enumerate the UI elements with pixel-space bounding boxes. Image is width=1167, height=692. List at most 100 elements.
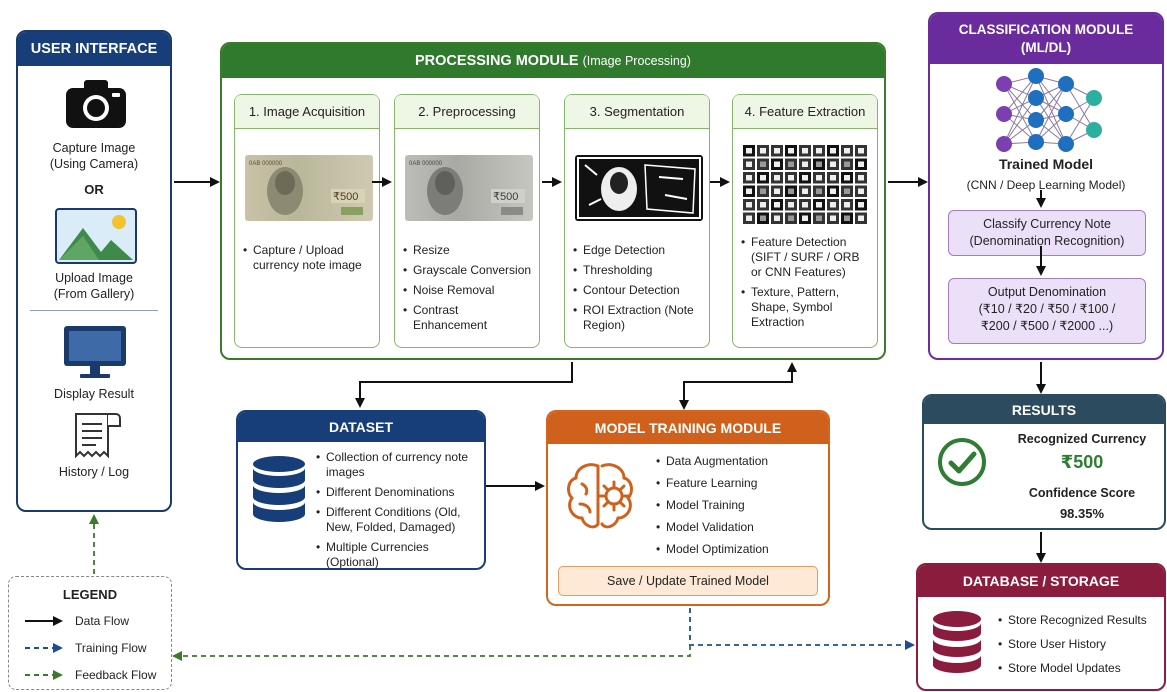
processing-module-title: PROCESSING MODULE (Image Processing) xyxy=(222,44,884,78)
user-interface-panel: USER INTERFACE Capture Image (Using Came… xyxy=(16,30,172,512)
classification-title: CLASSIFICATION MODULE xyxy=(958,22,1134,37)
dataset-item: Different Denominations xyxy=(316,485,484,500)
or-label: OR xyxy=(84,182,104,197)
training-items: Data Augmentation Feature Learning Model… xyxy=(656,454,769,557)
note-denomination: ₹500 xyxy=(333,191,358,203)
step-items: Feature Detection (SIFT / SURF / ORB or … xyxy=(741,235,873,335)
arrow-training-flow-to-database xyxy=(689,608,915,650)
display-result-label: Display Result xyxy=(54,387,134,401)
output-line2: (₹10 / ₹20 / ₹50 / ₹100 / xyxy=(978,302,1116,316)
training-item: Model Optimization xyxy=(656,542,769,557)
step-items: Capture / Upload currency note image xyxy=(243,243,375,278)
step-title: 3. Segmentation xyxy=(565,95,709,129)
processing-module-panel: PROCESSING MODULE (Image Processing) 1. … xyxy=(220,42,886,360)
legend-title: LEGEND xyxy=(62,587,118,602)
note-denomination: ₹500 xyxy=(493,191,518,203)
database-items: Store Recognized Results Store User Hist… xyxy=(998,613,1147,676)
arrow-processing-to-dataset xyxy=(355,362,573,408)
classify-line2: (Denomination Recognition) xyxy=(969,234,1125,248)
results-panel: RESULTS Recognized Currency ₹500 Confide… xyxy=(922,394,1166,530)
confidence-score-label: Confidence Score xyxy=(1028,486,1136,500)
dataset-item: Different Conditions (Old, New, Folded, … xyxy=(316,505,484,535)
results-title: RESULTS xyxy=(924,396,1164,424)
dataset-item: Collection of currency note images xyxy=(316,450,484,480)
check-circle-icon xyxy=(938,438,986,486)
legend-feedback-flow: Feedback Flow xyxy=(75,668,157,682)
trained-model-title: Trained Model xyxy=(998,156,1094,172)
database-storage-panel: DATABASE / STORAGE Store Recognized Resu… xyxy=(916,563,1166,691)
legend-training-flow: Training Flow xyxy=(75,641,147,655)
training-item: Data Augmentation xyxy=(656,454,769,469)
arrow-feedback-to-ui xyxy=(172,645,691,661)
processing-title-text: PROCESSING MODULE xyxy=(415,53,579,69)
step-title: 4. Feature Extraction xyxy=(733,95,877,129)
processing-subtitle: (Image Processing) xyxy=(582,54,691,68)
training-item: Model Training xyxy=(656,498,769,513)
database-icon xyxy=(253,456,305,522)
classification-module-panel: CLASSIFICATION MODULE (ML/DL) Trained Mo… xyxy=(928,12,1164,360)
output-denomination-box: Output Denomination (₹10 / ₹20 / ₹50 / ₹… xyxy=(948,278,1146,344)
grayscale-note-image: ₹500 0AB 000000 xyxy=(405,155,533,221)
save-update-model-box: Save / Update Trained Model xyxy=(558,566,818,596)
step-segmentation: 3. Segmentation Edge Detection Threshold… xyxy=(564,94,710,348)
database-item: Store Recognized Results xyxy=(998,613,1147,628)
arrow-training-to-feature xyxy=(683,362,797,406)
ui-divider xyxy=(30,310,158,311)
database-title: DATABASE / STORAGE xyxy=(918,565,1164,597)
step-item: Noise Removal xyxy=(403,283,535,298)
dataset-items: Collection of currency note images Diffe… xyxy=(316,450,484,568)
segmented-note-image xyxy=(575,155,703,221)
database-item: Store User History xyxy=(998,637,1147,652)
step-item: Thresholding xyxy=(573,263,705,278)
recognized-currency-label: Recognized Currency xyxy=(1017,432,1147,446)
step-items: Edge Detection Thresholding Contour Dete… xyxy=(573,243,705,338)
dataset-item: Multiple Currencies (Optional) xyxy=(316,540,484,568)
step-item: Resize xyxy=(403,243,535,258)
training-title: MODEL TRAINING MODULE xyxy=(548,412,828,444)
confidence-score-value: 98.35% xyxy=(1059,506,1105,521)
training-item: Model Validation xyxy=(656,520,769,535)
step-item: Contour Detection xyxy=(573,283,705,298)
trained-model-subtitle: (CNN / Deep Learning Model) xyxy=(966,178,1126,192)
output-line3: ₹200 / ₹500 / ₹2000 ...) xyxy=(980,319,1114,333)
note-serial: 0AB 000000 xyxy=(249,161,283,167)
legend-swatches xyxy=(25,616,63,680)
camera-icon xyxy=(66,80,126,128)
dataset-title: DATASET xyxy=(238,412,484,442)
user-interface-title: USER INTERFACE xyxy=(18,32,170,66)
feature-grid-image xyxy=(741,143,869,227)
output-line1: Output Denomination xyxy=(987,285,1107,299)
step-preprocessing: 2. Preprocessing ₹500 0AB 000000 Resize … xyxy=(394,94,540,348)
training-item: Feature Learning xyxy=(656,476,769,491)
step-item: Capture / Upload currency note image xyxy=(243,243,375,273)
classify-line1: Classify Currency Note xyxy=(983,217,1111,231)
classification-header: CLASSIFICATION MODULE (ML/DL) xyxy=(930,14,1162,64)
step-item: Feature Detection (SIFT / SURF / ORB or … xyxy=(741,235,873,280)
classify-currency-box: Classify Currency Note (Denomination Rec… xyxy=(948,210,1146,256)
upload-image-label: Upload Image (From Gallery) xyxy=(53,271,135,301)
currency-note-image: ₹500 0AB 000000 xyxy=(245,155,373,221)
brain-gear-icon xyxy=(567,463,633,529)
classification-subtitle: (ML/DL) xyxy=(1020,40,1072,55)
database-item: Store Model Updates xyxy=(998,661,1147,676)
dataset-panel: DATASET Collection of currency note imag… xyxy=(236,410,486,570)
step-items: Resize Grayscale Conversion Noise Remova… xyxy=(403,243,535,338)
step-item: Grayscale Conversion xyxy=(403,263,535,278)
step-item: Texture, Pattern, Shape, Symbol Extracti… xyxy=(741,285,873,330)
capture-image-label: Capture Image (Using Camera) xyxy=(49,141,139,171)
history-log-label: History / Log xyxy=(58,465,130,479)
step-item: Contrast Enhancement xyxy=(403,303,535,333)
step-feature-extraction: 4. Feature Extraction Feature Detection … xyxy=(732,94,878,348)
step-item: Edge Detection xyxy=(573,243,705,258)
image-icon xyxy=(55,208,137,264)
step-item: ROI Extraction (Note Region) xyxy=(573,303,705,333)
step-title: 2. Preprocessing xyxy=(395,95,539,129)
recognized-currency-value: ₹500 xyxy=(1060,452,1104,472)
model-training-panel: MODEL TRAINING MODULE Data Augmentation … xyxy=(546,410,830,606)
neural-network-icon xyxy=(996,68,1102,152)
legend-data-flow: Data Flow xyxy=(75,614,130,628)
receipt-icon xyxy=(75,413,121,459)
note-serial: 0AB 000000 xyxy=(409,161,443,167)
step-image-acquisition: 1. Image Acquisition ₹500 0AB 000000 Cap… xyxy=(234,94,380,348)
database-icon xyxy=(933,611,981,673)
